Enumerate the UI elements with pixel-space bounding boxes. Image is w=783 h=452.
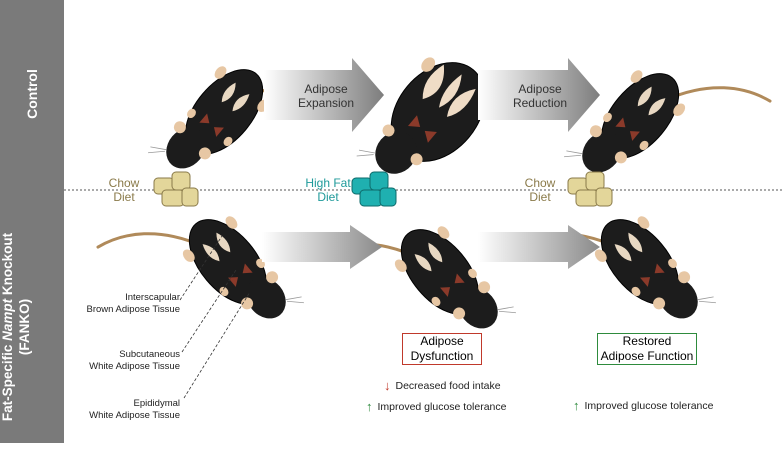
expansion-line1: Adipose: [304, 82, 348, 96]
chow-food-2: [567, 171, 613, 207]
sub-line1: Subcutaneous: [119, 349, 180, 360]
sub-leader: [181, 269, 237, 353]
hfd-diet-label: High Fat Diet: [296, 176, 360, 204]
brown-line2: Brown Adipose Tissue: [86, 304, 180, 315]
chow-diet-label: Chow Diet: [102, 176, 146, 204]
chow-diet-label-2: Chow Diet: [518, 176, 562, 204]
reduction-label: Adipose Reduction: [500, 82, 580, 110]
dysfunction-line1: Adipose: [420, 334, 464, 348]
food-intake-text: Decreased food intake: [395, 379, 501, 392]
dysfunction-box: Adipose Dysfunction: [402, 333, 482, 365]
reduction-line2: Reduction: [512, 96, 568, 110]
sub-line2: White Adipose Tissue: [89, 361, 180, 372]
epi-line2: White Adipose Tissue: [89, 410, 180, 421]
chow-food-1: [153, 171, 199, 207]
down-arrow-icon: ↓: [384, 378, 391, 393]
food-intake-effect: ↓ Decreased food intake: [384, 378, 501, 393]
restored-line1: Restored: [622, 334, 672, 348]
chow-diet-line1: Chow: [108, 176, 140, 190]
up-arrow-icon: ↑: [366, 399, 373, 414]
glucose-effect-hfd: ↑ Improved glucose tolerance: [366, 399, 507, 414]
row-label-sidebar: [0, 0, 64, 443]
reduction-line1: Adipose: [518, 82, 562, 96]
subcutaneous-annotation: Subcutaneous White Adipose Tissue: [68, 349, 180, 373]
hfd-diet-line1: High Fat: [305, 176, 351, 190]
restored-line2: Adipose Function: [600, 349, 694, 363]
brown-line1: Interscapular: [125, 292, 180, 303]
expansion-arrow: [264, 58, 384, 132]
chow2-diet-line2: Diet: [529, 190, 551, 204]
epi-leader: [183, 291, 251, 399]
reduction-arrow: [478, 58, 600, 132]
knockout-arrow-1: [262, 225, 382, 269]
glucose-chow-text: Improved glucose tolerance: [584, 399, 714, 412]
epididymal-annotation: Epididymal White Adipose Tissue: [68, 398, 180, 422]
expansion-label: Adipose Expansion: [286, 82, 366, 110]
expansion-line2: Expansion: [297, 96, 355, 110]
restored-box: Restored Adipose Function: [597, 333, 697, 365]
up-arrow-icon-2: ↑: [573, 398, 580, 413]
chow-diet-line2: Diet: [113, 190, 135, 204]
glucose-effect-chow: ↑ Improved glucose tolerance: [573, 398, 714, 413]
hfd-diet-line2: Diet: [317, 190, 339, 204]
knockout-arrow-2: [478, 225, 600, 269]
brown-leader: [179, 235, 223, 301]
brown-adipose-annotation: Interscapular Brown Adipose Tissue: [68, 292, 180, 316]
dysfunction-line2: Dysfunction: [410, 349, 474, 363]
chow2-diet-line1: Chow: [524, 176, 556, 190]
epi-line1: Epididymal: [133, 398, 180, 409]
glucose-hfd-text: Improved glucose tolerance: [377, 400, 507, 413]
